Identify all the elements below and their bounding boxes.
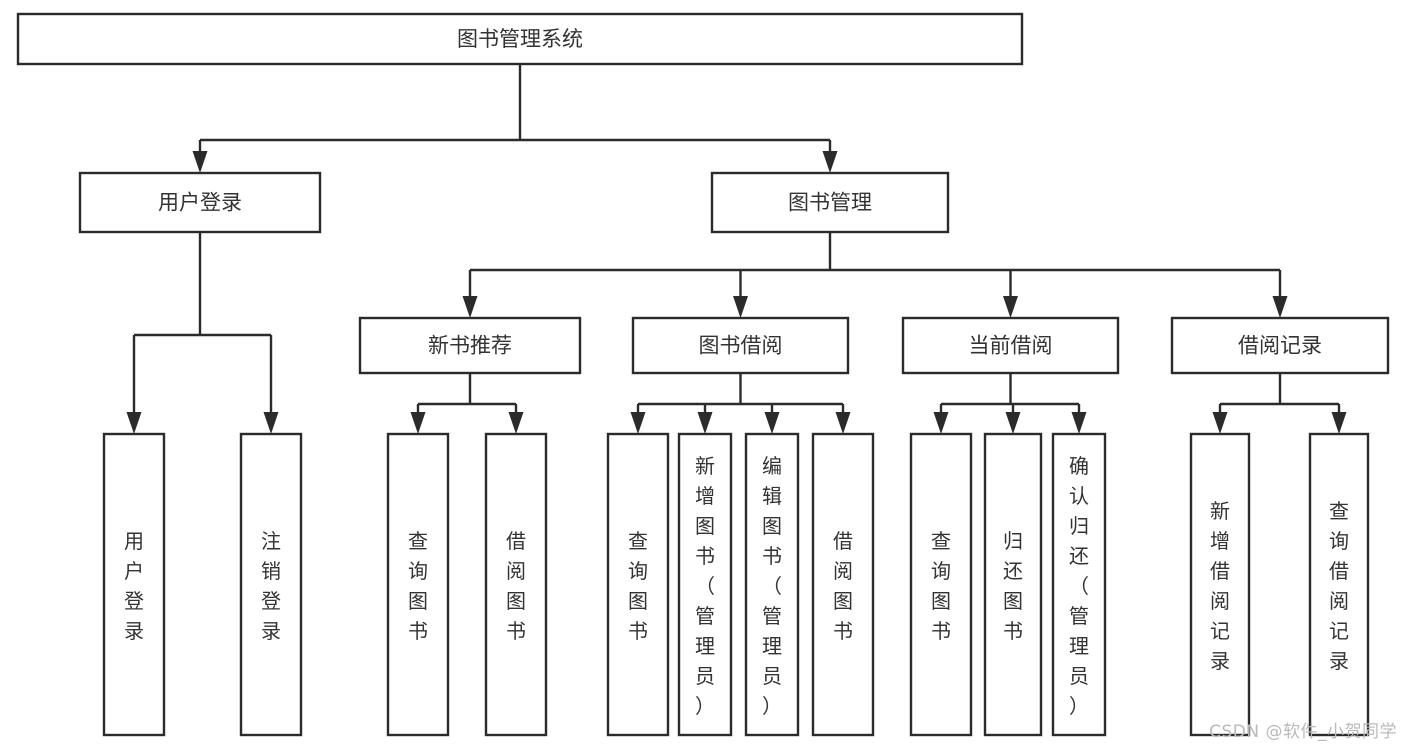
connector-arrowhead	[630, 412, 646, 434]
node-box[interactable]	[811, 432, 875, 737]
node-leaf-borrow-book-1[interactable]: 借阅图书	[484, 432, 548, 737]
node-label: 归还图书	[1003, 529, 1023, 643]
node-box[interactable]	[239, 432, 303, 737]
connector-arrowhead	[1003, 296, 1018, 318]
node-box[interactable]	[744, 432, 800, 737]
node-box[interactable]	[710, 171, 950, 234]
node-label: 查询借阅记录	[1329, 499, 1349, 673]
connector-arrowhead	[933, 412, 949, 434]
connector-arrowhead	[410, 412, 426, 434]
node-leaf-query-book-3[interactable]: 查询图书	[909, 432, 973, 737]
node-box[interactable]	[1170, 316, 1390, 375]
node-box[interactable]	[16, 12, 1024, 66]
node-box[interactable]	[78, 171, 322, 234]
node-label: 当前借阅	[969, 334, 1053, 358]
node-label: 查询图书	[628, 529, 648, 643]
node-label: 图书管理系统	[457, 27, 583, 51]
node-box[interactable]	[1189, 432, 1251, 737]
connector-arrowhead	[1272, 296, 1288, 318]
connector-arrowhead	[1071, 412, 1087, 434]
node-book-borrow[interactable]: 图书借阅	[631, 316, 850, 375]
node-box[interactable]	[606, 432, 670, 737]
connector-arrowhead	[764, 412, 780, 434]
node-label: 注销登录	[261, 529, 281, 643]
node-user-login[interactable]: 用户登录	[78, 171, 322, 234]
node-book-manage[interactable]: 图书管理	[710, 171, 950, 234]
node-layer: 图书管理系统用户登录图书管理新书推荐图书借阅当前借阅借阅记录用户登录注销登录查询…	[16, 12, 1390, 737]
node-box[interactable]	[102, 432, 166, 737]
node-label: 用户登录	[124, 529, 144, 643]
edge-layer	[126, 64, 1347, 434]
node-leaf-add-record[interactable]: 新增借阅记录	[1189, 432, 1251, 737]
node-leaf-query-book-1[interactable]: 查询图书	[386, 432, 450, 737]
node-box[interactable]	[909, 432, 973, 737]
node-box[interactable]	[386, 432, 450, 737]
connector-arrowhead	[733, 296, 748, 318]
node-box[interactable]	[1308, 432, 1370, 737]
node-label: 借阅记录	[1238, 334, 1322, 358]
connector-arrowhead	[822, 151, 838, 173]
node-label: 用户登录	[158, 191, 242, 215]
connector-arrowhead	[1331, 412, 1347, 434]
node-label: 新增借阅记录	[1210, 499, 1230, 673]
node-current-borrow[interactable]: 当前借阅	[901, 316, 1120, 375]
node-box[interactable]	[983, 432, 1043, 737]
edges-userlogin-to-leaves	[126, 232, 279, 434]
connector-arrowhead	[508, 412, 524, 434]
node-label: 新增图书（管理员）	[695, 454, 715, 718]
connector-arrowhead	[263, 412, 279, 434]
edges-bookborrow-to-leaves	[630, 373, 851, 434]
edges-currentborrow-to-leaves	[933, 373, 1087, 434]
node-label: 查询图书	[408, 529, 428, 643]
connector-arrowhead	[1005, 412, 1021, 434]
edges-newbook-to-leaves	[410, 373, 524, 434]
node-label: 图书管理	[788, 191, 872, 215]
connector-arrowhead	[126, 412, 142, 434]
connector-arrowhead	[697, 412, 713, 434]
connector-arrowhead	[192, 151, 208, 173]
node-leaf-edit-book[interactable]: 编辑图书（管理员）	[744, 432, 800, 737]
node-root[interactable]: 图书管理系统	[16, 12, 1024, 66]
node-label: 编辑图书（管理员）	[762, 454, 782, 718]
node-box[interactable]	[677, 432, 733, 737]
node-label: 借阅图书	[833, 529, 853, 643]
connector-arrowhead	[1212, 412, 1228, 434]
node-borrow-record[interactable]: 借阅记录	[1170, 316, 1390, 375]
edges-borrowrecord-to-leaves	[1212, 373, 1347, 434]
node-label: 查询图书	[931, 529, 951, 643]
node-label: 确认归还（管理员）	[1069, 454, 1089, 718]
edges-root-to-level2	[192, 64, 838, 173]
node-box[interactable]	[484, 432, 548, 737]
edges-bookmanage-to-level3	[462, 232, 1288, 318]
node-leaf-borrow-book-2[interactable]: 借阅图书	[811, 432, 875, 737]
node-label: 借阅图书	[506, 529, 526, 643]
node-label: 图书借阅	[699, 334, 783, 358]
connector-arrowhead	[462, 296, 478, 318]
node-leaf-add-book[interactable]: 新增图书（管理员）	[677, 432, 733, 737]
node-box[interactable]	[901, 316, 1120, 375]
node-leaf-confirm-return[interactable]: 确认归还（管理员）	[1051, 432, 1107, 737]
node-leaf-query-record[interactable]: 查询借阅记录	[1308, 432, 1370, 737]
node-box[interactable]	[1051, 432, 1107, 737]
node-label: 新书推荐	[428, 334, 512, 358]
connector-arrowhead	[835, 412, 851, 434]
node-leaf-user-logout[interactable]: 注销登录	[239, 432, 303, 737]
node-leaf-return-book[interactable]: 归还图书	[983, 432, 1043, 737]
node-leaf-query-book-2[interactable]: 查询图书	[606, 432, 670, 737]
node-new-book-recommend[interactable]: 新书推荐	[358, 316, 582, 375]
node-box[interactable]	[631, 316, 850, 375]
node-leaf-user-login[interactable]: 用户登录	[102, 432, 166, 737]
node-box[interactable]	[358, 316, 582, 375]
